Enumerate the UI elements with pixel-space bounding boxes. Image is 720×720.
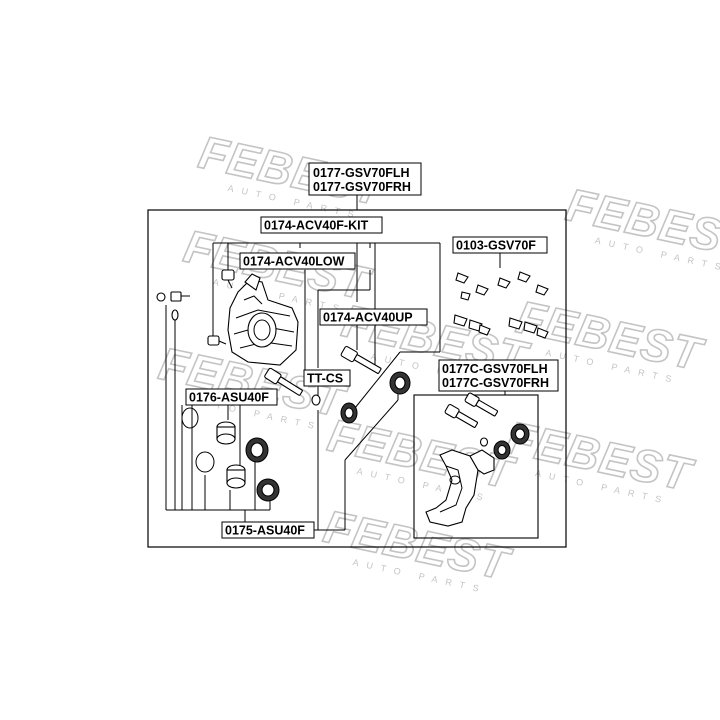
piston-bottom (226, 464, 246, 489)
clip (517, 271, 531, 283)
label-upper-pin-text: 0174-ACV40UP (323, 311, 413, 325)
label-grease-text: TT-CS (307, 372, 343, 386)
label-support-b: 0177C-GSV70FRH (442, 376, 549, 390)
label-support: 0177C-GSV70FLH 0177C-GSV70FRH (438, 359, 559, 392)
clip (508, 317, 523, 330)
piston-top (216, 421, 236, 445)
clip (535, 284, 549, 296)
label-piston-text: 0176-ASU40F (189, 391, 269, 405)
leader-lines (165, 195, 506, 531)
piston-seal-ring-top (181, 407, 199, 429)
label-piston: 0176-ASU40F (185, 388, 278, 406)
support-boot-a (493, 440, 511, 460)
label-seal-kit: 0175-ASU40F (221, 521, 315, 539)
label-assembly-a: 0177-GSV70FLH (313, 166, 410, 180)
support-frame (413, 394, 539, 539)
label-pads-clips: 0103-GSV70F (452, 236, 548, 254)
label-lower-pin-text: 0174-ACV40LOW (243, 255, 345, 269)
clip (453, 314, 468, 327)
guide-bolt-top (221, 269, 235, 289)
grease-tube (311, 394, 321, 406)
clip (497, 277, 511, 289)
guide-bolt-lower (207, 335, 227, 346)
clip (455, 272, 469, 284)
label-kit-text: 0174-ACV40F-KIT (264, 219, 369, 233)
caliper-support-bracket (425, 449, 495, 527)
label-support-a: 0177C-GSV70FLH (442, 362, 548, 376)
support-small (479, 437, 489, 447)
pin-boot-b (389, 371, 411, 395)
clip (536, 327, 549, 339)
clip (523, 321, 538, 334)
pin-boot-a (340, 402, 358, 424)
label-pads-clips-text: 0103-GSV70F (456, 239, 536, 253)
clip (460, 291, 471, 301)
support-pin-a (444, 403, 479, 428)
dust-boot-bottom (256, 478, 280, 502)
dust-boot-top (245, 437, 269, 463)
label-seal-kit-text: 0175-ASU40F (225, 524, 305, 538)
support-pin-b (464, 392, 499, 417)
label-upper-pin: 0174-ACV40UP (319, 308, 428, 326)
support-boot-b (510, 423, 530, 445)
bleeder-screw (156, 291, 190, 321)
piston-seal-ring-bottom (195, 451, 215, 473)
label-kit: 0174-ACV40F-KIT (260, 216, 383, 234)
caliper-body (227, 273, 299, 366)
clip (475, 284, 489, 296)
clip (478, 324, 491, 336)
label-assembly-b: 0177-GSV70FRH (313, 180, 411, 194)
label-lower-pin: 0174-ACV40LOW (239, 252, 356, 270)
label-grease: TT-CS (303, 369, 351, 387)
pad-clips (453, 271, 549, 339)
label-assembly: 0177-GSV70FLH 0177-GSV70FRH (308, 162, 422, 196)
upper-guide-pin (340, 345, 382, 374)
lower-guide-pin (264, 367, 303, 396)
